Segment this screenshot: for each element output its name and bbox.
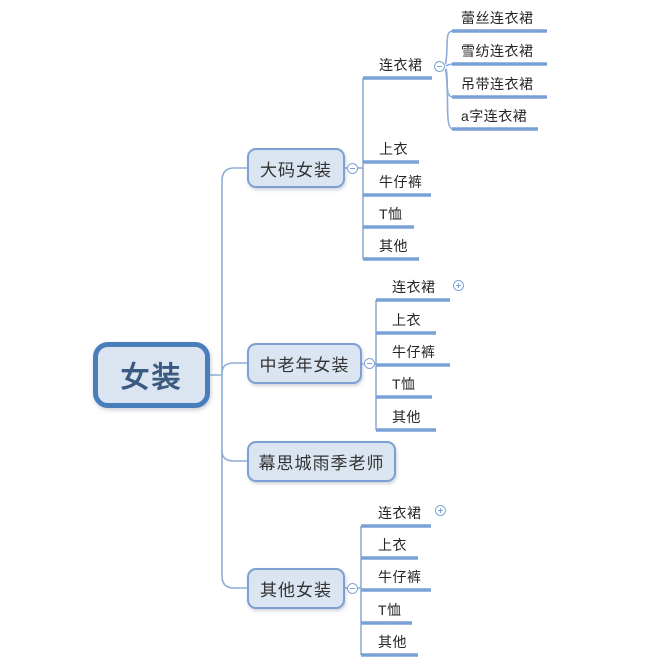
subtopic-tshirt[interactable]: T恤 [379, 206, 403, 222]
collapse-icon[interactable] [347, 583, 358, 594]
subtopic-misc[interactable]: 其他 [392, 409, 421, 425]
subtopic-tshirt[interactable]: T恤 [392, 376, 416, 392]
branch-topic-label: 幕思城雨季老师 [258, 454, 385, 473]
subtopic-jeans[interactable]: 牛仔裤 [379, 174, 423, 190]
branch-topic-label: 中老年女装 [259, 356, 350, 375]
branch-topic-teacher[interactable]: 幕思城雨季老师 [247, 441, 396, 482]
subtopic-aline-dress[interactable]: a字连衣裙 [461, 108, 528, 124]
branch-topic-middle-aged[interactable]: 中老年女装 [247, 343, 362, 384]
minus-glyph [367, 363, 372, 364]
minus-glyph [350, 588, 355, 589]
subtopic-jeans[interactable]: 牛仔裤 [392, 344, 436, 360]
branch-topic-label: 大码女装 [260, 160, 332, 180]
root-topic[interactable]: 女装 [93, 342, 210, 408]
expand-icon[interactable] [453, 280, 464, 291]
subtopic-lace-dress[interactable]: 蕾丝连衣裙 [461, 10, 534, 26]
branch-topic-label: 其他女装 [260, 581, 332, 600]
minus-glyph [350, 168, 355, 169]
expand-icon[interactable] [435, 505, 446, 516]
subtopic-dress[interactable]: 连衣裙 [379, 57, 423, 73]
collapse-icon[interactable] [347, 163, 358, 174]
subtopic-misc[interactable]: 其他 [379, 238, 408, 254]
subtopic-misc[interactable]: 其他 [378, 634, 407, 650]
subtopic-top[interactable]: 上衣 [392, 312, 421, 328]
subtopic-top[interactable]: 上衣 [379, 141, 408, 157]
minus-glyph [437, 66, 442, 67]
root-topic-label: 女装 [120, 362, 183, 394]
subtopic-slip-dress[interactable]: 吊带连衣裙 [461, 76, 534, 92]
collapse-icon[interactable] [434, 61, 445, 72]
subtopic-chiffon-dress[interactable]: 雪纺连衣裙 [461, 43, 534, 59]
subtopic-top[interactable]: 上衣 [378, 537, 407, 553]
subtopic-dress[interactable]: 连衣裙 [378, 505, 422, 521]
subtopic-tshirt[interactable]: T恤 [378, 602, 402, 618]
branch-topic-plus-size[interactable]: 大码女装 [247, 148, 345, 188]
plus-glyph [458, 283, 459, 288]
collapse-icon[interactable] [364, 358, 375, 369]
subtopic-jeans[interactable]: 牛仔裤 [378, 569, 422, 585]
plus-glyph [440, 508, 441, 513]
branch-topic-other[interactable]: 其他女装 [247, 568, 345, 609]
subtopic-dress[interactable]: 连衣裙 [392, 279, 436, 295]
